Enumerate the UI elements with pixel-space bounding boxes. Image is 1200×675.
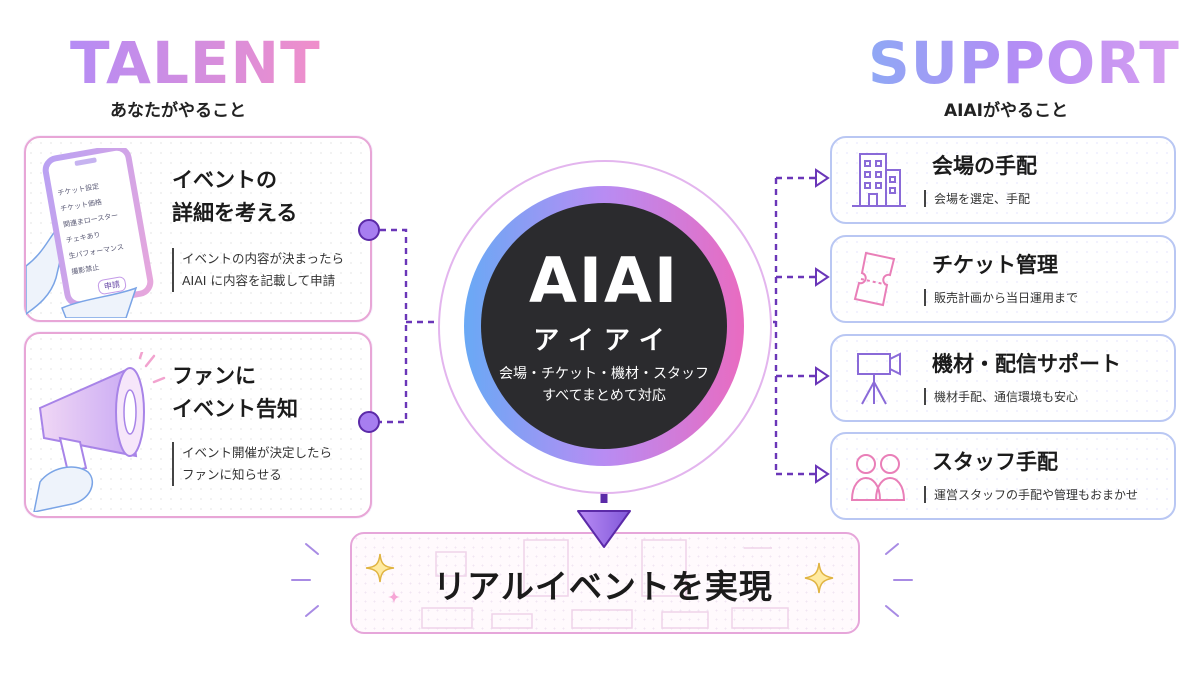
service-ticket-title: チケット管理 <box>932 253 1058 277</box>
accent-lines-left <box>291 543 319 617</box>
phone-form-list: チケット設定 チケット価格 関連まロースター チェキあり 生パフォーマンス 撮影… <box>56 182 125 277</box>
card-plan-desc: イベントの内容が決まったら AIAI に内容を記載して申請 <box>172 248 344 292</box>
card-announce: ファンに イベント告知 イベント開催が決定したら ファンに知らせる <box>24 332 372 518</box>
service-ticket-desc: 販売計画から当日運用まで <box>924 289 1078 306</box>
card-plan-title: イベントの 詳細を考える <box>172 168 298 225</box>
service-venue-title: 会場の手配 <box>932 154 1037 178</box>
service-venue-desc: 会場を選定、手配 <box>924 190 1030 207</box>
support-title: SUPPORT <box>868 29 1180 97</box>
service-equipment: 機材・配信サポート 機材手配、通信環境も安心 <box>830 334 1176 422</box>
camera-tripod-icon <box>857 352 901 405</box>
ticket-icon <box>853 251 896 307</box>
card-announce-desc: イベント開催が決定したら ファンに知らせる <box>172 442 332 486</box>
talent-title: TALENT <box>70 29 321 97</box>
result-text: リアルイベントを実現 <box>433 567 773 606</box>
result-card <box>350 532 860 634</box>
center-core <box>481 203 727 449</box>
aiai-logo: AIAI <box>528 244 680 317</box>
service-equipment-title: 機材・配信サポート <box>932 352 1121 376</box>
center-caption: 会場・チケット・機材・スタッフ すべてまとめて対応 <box>499 366 709 405</box>
service-staff: スタッフ手配 運営スタッフの手配や管理もおまかせ <box>830 432 1176 520</box>
people-icon <box>850 454 906 501</box>
phone-hand-icon <box>26 148 154 318</box>
service-ticket: チケット管理 販売計画から当日運用まで <box>830 235 1176 323</box>
building-icon <box>852 153 906 207</box>
sparkle-icon <box>365 553 400 604</box>
down-arrow-icon <box>577 510 631 548</box>
service-venue: 会場の手配 会場を選定、手配 <box>830 136 1176 224</box>
connector-node-announce <box>358 411 380 433</box>
accent-lines-right <box>885 543 913 617</box>
card-announce-title: ファンに イベント告知 <box>172 364 298 421</box>
connector-node-plan <box>358 219 380 241</box>
event-scene-illustration <box>421 539 789 629</box>
support-subtitle: AIAIがやること <box>944 101 1068 121</box>
service-staff-title: スタッフ手配 <box>932 450 1058 474</box>
aiai-logo-kana: アイアイ <box>533 326 675 356</box>
sparkle-icon <box>804 562 834 594</box>
card-plan-event: チケット設定 チケット価格 関連まロースター チェキあり 生パフォーマンス 撮影… <box>24 136 372 322</box>
service-staff-desc: 運営スタッフの手配や管理もおまかせ <box>924 486 1138 503</box>
service-equipment-desc: 機材手配、通信環境も安心 <box>924 388 1078 405</box>
talent-subtitle: あなたがやること <box>110 101 246 121</box>
megaphone-icon <box>33 352 166 512</box>
